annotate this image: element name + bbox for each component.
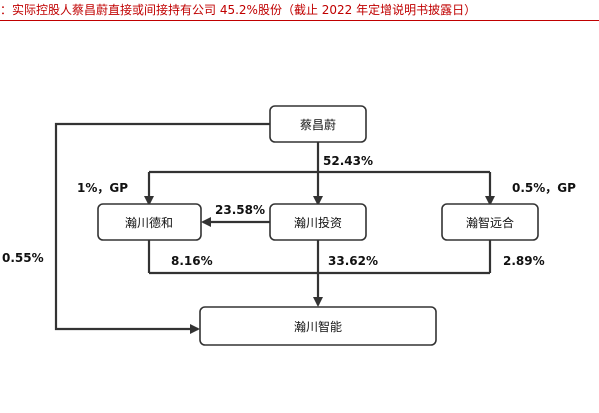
node-hechuan-dehe-label: 瀚川德和 xyxy=(125,215,173,230)
node-hechuan-touzi-label: 瀚川投资 xyxy=(294,215,342,230)
node-hechuan-dehe-box xyxy=(97,203,202,241)
node-hanzhi-yuanhe-box xyxy=(441,203,539,241)
node-cai-label: 蔡昌蔚 xyxy=(300,118,336,132)
label-yuanhe-to-zhineng: 2.89% xyxy=(503,254,545,268)
node-hanzhi-yuanhe: 瀚智远合 xyxy=(441,203,539,241)
label-dehe-to-zhineng: 8.16% xyxy=(171,254,213,268)
node-hechuan-zhineng-box xyxy=(199,306,437,346)
label-cai-to-touzi: 52.43% xyxy=(323,154,373,168)
connectors xyxy=(54,122,495,334)
label-dehe-gp: 1%，GP xyxy=(77,181,128,195)
label-touzi-to-dehe: 23.58% xyxy=(215,203,265,217)
node-hechuan-touzi-box xyxy=(269,203,367,241)
caption-text: 实际控股人蔡昌蔚直接或间接持有公司 45.2%股份（截止 2022 年定增说明书… xyxy=(12,3,477,17)
caption-rule xyxy=(0,20,599,21)
label-yuanhe-gp: 0.5%，GP xyxy=(512,181,576,195)
node-hechuan-zhineng: 瀚川智能 xyxy=(199,306,437,346)
node-hechuan-touzi: 瀚川投资 xyxy=(269,203,367,241)
caption: ：实际控股人蔡昌蔚直接或间接持有公司 45.2%股份（截止 2022 年定增说明… xyxy=(0,0,599,22)
node-hechuan-dehe: 瀚川德和 xyxy=(97,203,202,241)
node-hanzhi-yuanhe-label: 瀚智远合 xyxy=(466,215,514,230)
label-touzi-to-zhineng: 33.62% xyxy=(328,254,378,268)
caption-prefix: ： xyxy=(0,3,13,17)
node-cai: 蔡昌蔚 xyxy=(269,105,367,143)
edge-cai-direct xyxy=(54,122,270,334)
node-hechuan-zhineng-label: 瀚川智能 xyxy=(294,319,342,334)
label-cai-direct: 0.55% xyxy=(2,251,44,265)
node-cai-box xyxy=(269,105,367,143)
